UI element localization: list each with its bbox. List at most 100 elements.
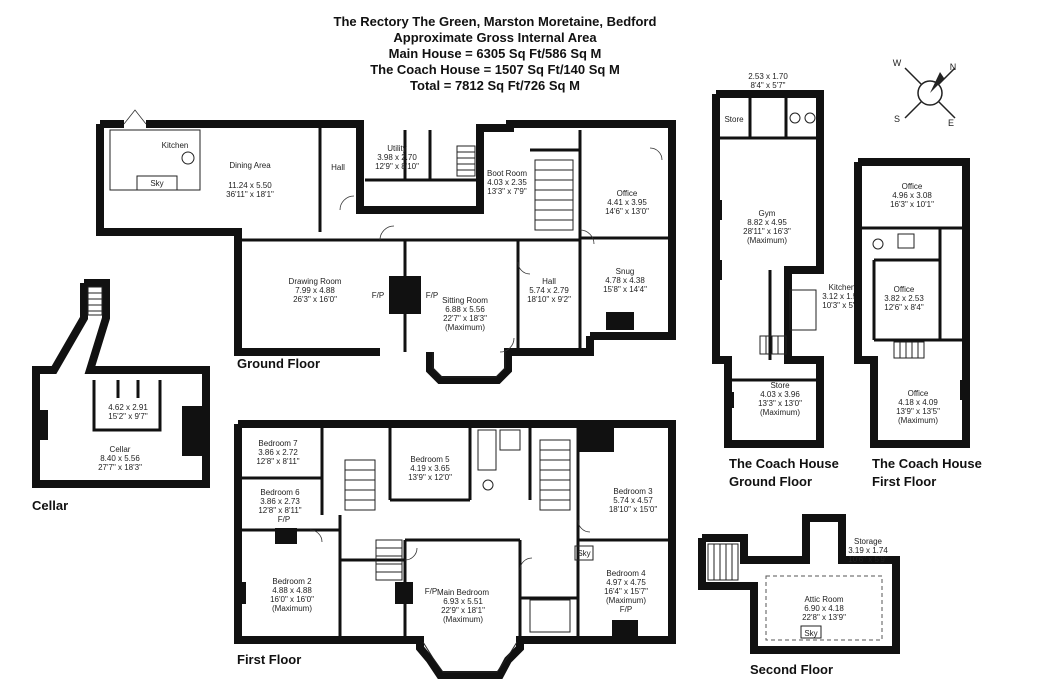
stairs-coach-first [893, 341, 925, 359]
room-bed7-ft: 12'8" x 8'11" [256, 457, 299, 466]
room-coach-office3-ft: 13'9" x 13'5" [896, 407, 940, 416]
sky-light-second: Sky [804, 629, 817, 638]
room-bed2-m: 4.88 x 4.88 [272, 586, 312, 595]
room-drawing-ft: 26'3" x 16'0" [293, 295, 337, 304]
compass-e: E [948, 118, 954, 128]
room-hall-2: Hall [542, 277, 556, 286]
room-coach-kitchen: Kitchen [829, 283, 856, 292]
room-boot-m: 4.03 x 2.35 [487, 178, 527, 187]
room-coach-office3-note: (Maximum) [898, 416, 938, 425]
room-boot: Boot Room [487, 169, 527, 178]
room-utility-ft: 12'9" x 8'10" [375, 162, 419, 171]
room-boot-ft: 13'3" x 7'9" [487, 187, 527, 196]
room-bed2-note: (Maximum) [272, 604, 312, 613]
room-dining-ft: 36'11" x 18'1" [226, 190, 274, 199]
room-main-bed-note: (Maximum) [443, 615, 483, 624]
stairs-first-2 [539, 439, 571, 511]
room-dining: Dining Area [229, 161, 271, 170]
fireplace-main-bed: F/P [425, 587, 437, 596]
room-coach-store-top: Store [724, 115, 744, 124]
room-kitchen: Kitchen [162, 141, 189, 150]
second-floor-plan: Sky Storage 3.19 x 1.74 10'6" x 5'9" Att… [698, 514, 900, 677]
cellar-inner-m: 4.62 x 2.91 [108, 403, 148, 412]
room-hall-2-ft: 18'10" x 9'2" [527, 295, 571, 304]
room-bed4-note: (Maximum) [606, 596, 646, 605]
room-drawing-m: 7.99 x 4.88 [295, 286, 335, 295]
room-attic-m: 6.90 x 4.18 [804, 604, 844, 613]
room-storage-m: 3.19 x 1.74 [848, 546, 888, 555]
floor-label-coach-2b: First Floor [872, 474, 936, 489]
coach-top-m: 2.53 x 1.70 [748, 72, 788, 81]
stairs-first-3 [375, 539, 403, 581]
stairs-second [707, 543, 739, 581]
room-cellar: Cellar [110, 445, 131, 454]
room-main-bed: Main Bedroom [437, 588, 489, 597]
room-dining-m: 11.24 x 5.50 [228, 181, 272, 190]
room-bed6: Bedroom 6 [260, 488, 300, 497]
room-bed7: Bedroom 7 [258, 439, 298, 448]
coach-house-first-plan: Office 4.96 x 3.08 16'3" x 10'1" Office … [854, 158, 982, 489]
fireplace-bed6: F/P [278, 515, 290, 524]
plan-title: The Rectory The Green, Marston Moretaine… [333, 14, 657, 29]
floor-label-first: First Floor [237, 652, 301, 667]
room-bed6-m: 3.86 x 2.73 [260, 497, 300, 506]
room-office-g: Office [617, 189, 638, 198]
room-gym: Gym [759, 209, 776, 218]
room-office-g-m: 4.41 x 3.95 [607, 198, 647, 207]
room-attic-ft: 22'8" x 13'9" [802, 613, 846, 622]
fireplace-sitting: F/P [426, 291, 438, 300]
floor-label-coach-1a: The Coach House [729, 456, 839, 471]
room-coach-kitchen-m: 3.12 x 1.53 [822, 292, 862, 301]
room-bed4-ft: 16'4" x 15'7" [604, 587, 648, 596]
room-sitting-m: 6.88 x 5.56 [445, 305, 485, 314]
room-hall-2-m: 5.74 x 2.79 [529, 286, 569, 295]
total-area: Total = 7812 Sq Ft/726 Sq M [410, 78, 580, 93]
compass-w: W [893, 58, 902, 68]
room-storage: Storage [854, 537, 883, 546]
floor-label-ground: Ground Floor [237, 356, 320, 371]
ground-floor-plan: Sky F/P F/P Kitchen Dining Area 11.24 x … [96, 109, 676, 384]
room-bed3-ft: 18'10" x 15'0" [609, 505, 657, 514]
main-house-area: Main House = 6305 Sq Ft/586 Sq M [388, 46, 602, 61]
room-snug-m: 4.78 x 4.38 [605, 276, 645, 285]
compass-n: N [950, 62, 957, 72]
room-snug: Snug [616, 267, 635, 276]
room-cellar-m: 8.40 x 5.56 [100, 454, 140, 463]
room-drawing: Drawing Room [289, 277, 342, 286]
sky-light-ground: Sky [150, 179, 163, 188]
coach-house-area: The Coach House = 1507 Sq Ft/140 Sq M [370, 62, 620, 77]
floor-label-cellar: Cellar [32, 498, 68, 513]
room-bed4: Bedroom 4 [606, 569, 646, 578]
floor-label-second: Second Floor [750, 662, 833, 677]
stairs-first-1 [344, 459, 376, 511]
fireplace-drawing: F/P [372, 291, 384, 300]
room-sitting-note: (Maximum) [445, 323, 485, 332]
room-coach-kitchen-ft: 10'3" x 5'0" [822, 301, 862, 310]
room-bed7-m: 3.86 x 2.72 [258, 448, 298, 457]
room-sitting: Sitting Room [442, 296, 488, 305]
room-bed6-ft: 12'8" x 8'11" [258, 506, 301, 515]
cellar-plan: 4.62 x 2.91 15'2" x 9'7" Cellar 8.40 x 5… [32, 279, 210, 513]
room-coach-store-note: (Maximum) [760, 408, 800, 417]
floor-label-coach-1b: Ground Floor [729, 474, 812, 489]
room-coach-office2: Office [894, 285, 915, 294]
stairs-boot [456, 145, 476, 177]
fireplace-bed4: F/P [620, 605, 632, 614]
room-coach-office1-ft: 16'3" x 10'1" [890, 200, 934, 209]
plan-subtitle: Approximate Gross Internal Area [393, 30, 597, 45]
first-floor-plan: F/P F/P F/P Sky Bed [234, 420, 676, 679]
coach-house-ground-plan: 2.53 x 1.70 8'4" x 5'7" Store Gym 8.82 x… [712, 72, 862, 489]
room-coach-office2-m: 3.82 x 2.53 [884, 294, 924, 303]
room-utility-m: 3.98 x 2.70 [377, 153, 417, 162]
cellar-inner-ft: 15'2" x 9'7" [108, 412, 148, 421]
room-coach-store-ft: 13'3" x 13'0" [758, 399, 802, 408]
floor-label-coach-2a: The Coach House [872, 456, 982, 471]
room-coach-store-m: 4.03 x 3.96 [760, 390, 800, 399]
stairs-cellar [87, 286, 103, 316]
room-coach-office3: Office [908, 389, 929, 398]
room-bed5-ft: 13'9" x 12'0" [408, 473, 452, 482]
room-bed2-ft: 16'0" x 16'0" [270, 595, 314, 604]
stairs-ground [534, 159, 574, 231]
room-bed5-m: 4.19 x 3.65 [410, 464, 450, 473]
